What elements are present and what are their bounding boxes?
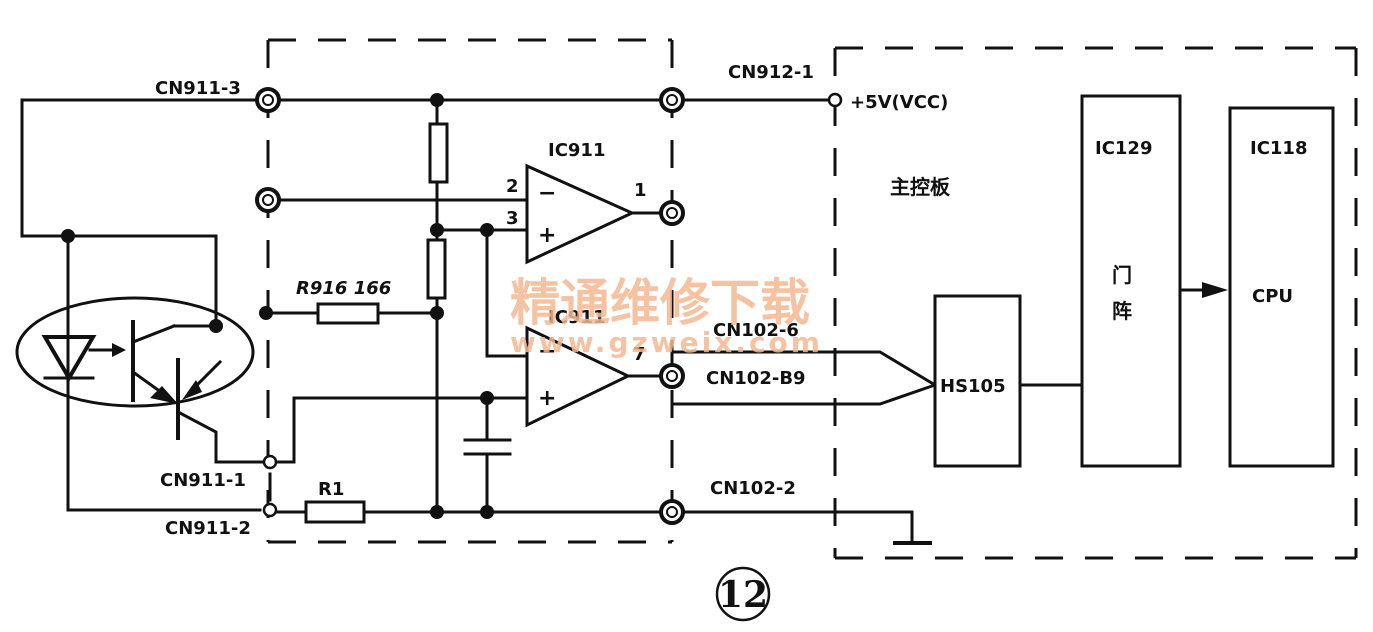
resistor-r1 [304,500,366,524]
label-ic911-bottom: IC911 [548,307,605,328]
label-cn102-b9: CN102-B9 [706,368,806,389]
block-hs105 [933,294,1022,468]
label-ic911-top: IC911 [548,140,605,161]
label-r916: R916 166 [296,278,391,299]
junction-dots [61,93,494,519]
capacitor [463,438,512,456]
opamp-top-plus: + [538,223,556,248]
led-diode-icon [41,335,97,382]
label-pin-7: 7 [633,344,646,365]
label-pin-1: 1 [634,180,647,201]
opamp-bottom-plus: + [538,386,556,411]
label-ic118-fn: CPU [1252,286,1293,307]
label-ic129-fn1: 门 [1112,263,1132,287]
label-ic118: IC118 [1250,138,1307,159]
terminal-vcc [827,92,843,108]
main-board-title: 主控板 [890,175,951,199]
terminal-cn912-side [659,87,685,113]
label-vcc: +5V(VCC) [850,92,948,113]
resistor-r916 [316,302,380,325]
terminal-ic911-out1 [659,200,685,226]
arrow-right-icon [1202,282,1228,298]
label-ic129: IC129 [1095,138,1152,159]
label-pin-2: 2 [506,176,519,197]
watermark-url: www.gzweix.com [510,326,823,359]
opamp-ic911-top [525,163,636,265]
terminal-cn911-2 [262,502,278,518]
resistor-upper [428,122,449,184]
block-ic129 [1080,94,1182,468]
figure-number-text: 12 [718,574,768,616]
block-ic118 [1228,106,1335,468]
terminal-cn102-2 [659,499,685,525]
label-pin-3: 3 [506,208,519,229]
terminal-cn911-1 [262,454,278,470]
figure-number: 12 [715,566,771,622]
terminal-ic911-pin2 [255,187,281,213]
label-cn102-2: CN102-2 [710,478,796,499]
main-board-outline [833,46,1358,560]
label-cn911-2: CN911-2 [165,518,251,539]
opamp-bottom-minus: − [538,339,556,364]
label-cn102-6: CN102-6 [713,320,799,341]
label-cn912-1: CN912-1 [728,62,814,83]
optocoupler [15,296,255,440]
label-r1: R1 [318,479,344,500]
label-cn911-3: CN911-3 [155,78,241,99]
label-ic129-fn2: 阵 [1112,299,1132,323]
label-cn911-1: CN911-1 [160,470,246,491]
watermark-text: 精通维修下载 [510,274,810,332]
opamp-ic911-bottom [525,325,632,428]
resistor-lower [426,238,447,300]
label-hs105: HS105 [940,376,1006,397]
terminal-cn102-b9 [659,363,685,389]
opamp-top-minus: − [538,181,556,206]
terminal-cn911-3 [255,87,281,113]
